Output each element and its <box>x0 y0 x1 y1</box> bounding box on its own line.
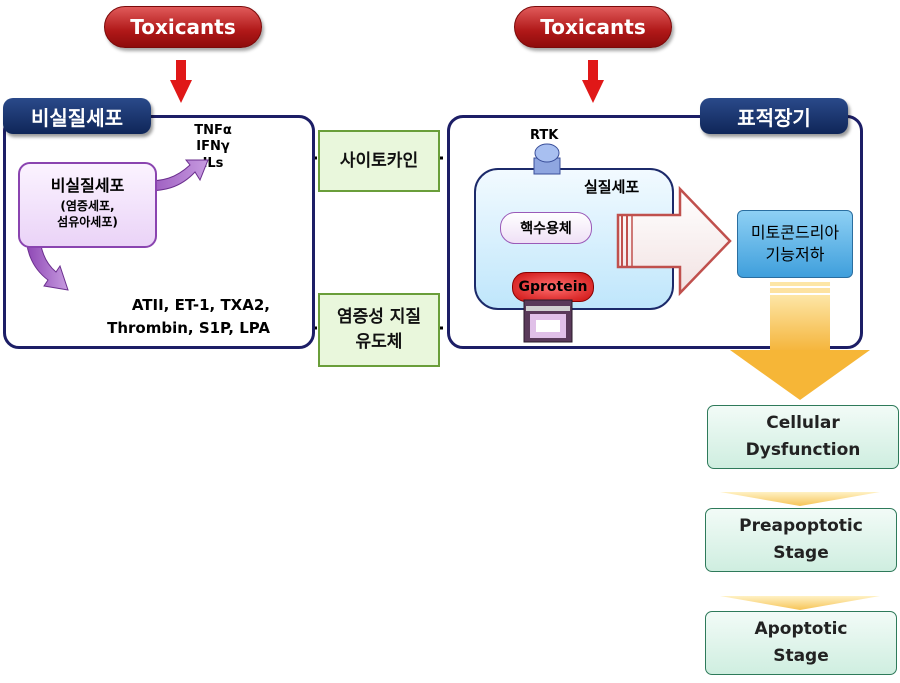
big-outline-arrow-icon <box>616 185 732 297</box>
stage-2-line1: Preapoptotic <box>739 515 863 536</box>
toxicants-label-right: Toxicants <box>514 6 672 48</box>
mitochondria-box: 미토콘드리아 기능저하 <box>737 210 853 278</box>
gold-arrows <box>720 282 880 610</box>
inflammatory-lipid-line1: 염증성 지질 <box>336 307 422 328</box>
red-down-arrow-left <box>170 60 192 103</box>
stage-cellular-dysfunction: Cellular Dysfunction <box>707 405 899 469</box>
mitochondria-line1: 미토콘드리아 <box>750 223 840 243</box>
stage-3-line1: Apoptotic <box>754 618 848 639</box>
gold-arrow-small-1 <box>720 492 880 506</box>
cytokine-tnf: TNFα <box>194 123 232 138</box>
cytokine-box: 사이토카인 <box>318 130 440 192</box>
nonparenchymal-cell-sub1: (염증세포, <box>60 199 115 213</box>
gold-arrow-small-2 <box>720 596 880 610</box>
stage-1-line2: Dysfunction <box>745 440 861 460</box>
nonparenchymal-cell-box: 비실질세포 (염증세포, 섬유아세포) <box>18 162 157 248</box>
cytokine-ils: ILs <box>202 155 224 171</box>
mediators-line1: ATII, ET-1, TXA2, <box>131 296 270 314</box>
nonparenchymal-cell-sub2: 섬유아세포) <box>57 214 118 229</box>
cytokine-list: TNFα IFNγ ILs <box>188 123 238 172</box>
rtk-receptor-icon <box>533 143 561 175</box>
parenchymal-cell-title: 실질세포 <box>584 178 640 196</box>
gprotein-receptor-icon <box>523 299 573 343</box>
lipid-mediator-list: ATII, ET-1, TXA2, Thrombin, S1P, LPA <box>40 294 270 341</box>
stage-2-line2: Stage <box>773 543 829 563</box>
toxicants-label-left: Toxicants <box>104 6 262 48</box>
cytokine-ifn: IFNγ <box>196 139 230 155</box>
rtk-label: RTK <box>530 128 559 143</box>
inflammatory-lipid-line2: 유도체 <box>355 332 403 352</box>
right-panel-tag: 표적장기 <box>700 98 848 134</box>
inflammatory-lipid-box: 염증성 지질 유도체 <box>318 293 440 367</box>
stage-preapoptotic: Preapoptotic Stage <box>705 508 897 572</box>
mitochondria-line2: 기능저하 <box>765 245 825 264</box>
purple-arrows <box>25 159 209 291</box>
nuclear-receptor: 핵수용체 <box>500 212 592 244</box>
mediators-line2: Thrombin, S1P, LPA <box>107 319 270 338</box>
stage-1-line1: Cellular <box>766 412 840 433</box>
left-panel-tag: 비실질세포 <box>3 98 151 134</box>
stage-3-line2: Stage <box>773 646 829 666</box>
nonparenchymal-cell-title: 비실질세포 <box>50 176 125 195</box>
gold-arrow-large <box>730 282 870 400</box>
red-down-arrow-right <box>582 60 604 103</box>
stage-apoptotic: Apoptotic Stage <box>705 611 897 675</box>
